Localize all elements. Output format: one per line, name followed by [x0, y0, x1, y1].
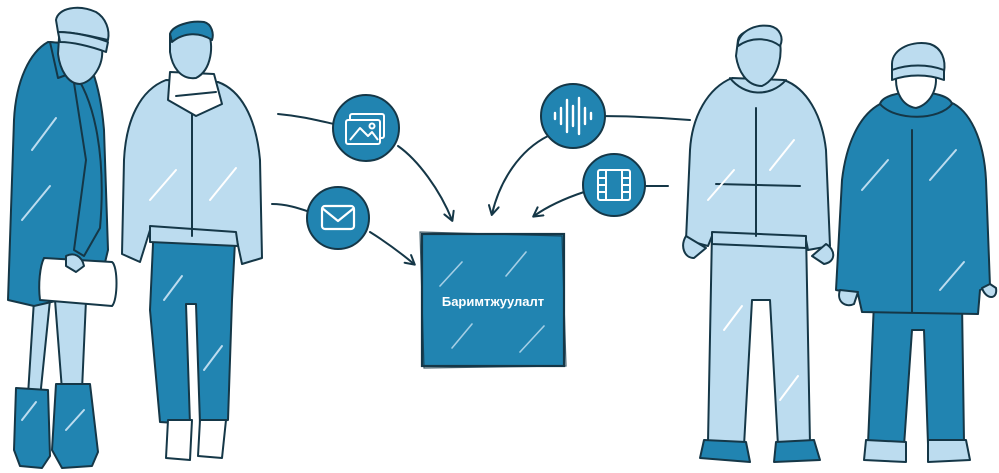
documentation-label: Баримтжуулалт [442, 294, 544, 309]
person-man-with-document [7, 6, 118, 469]
arrow-film-to-box [532, 191, 585, 218]
line-from-audio-icon [599, 115, 691, 121]
image-icon [332, 94, 400, 162]
audio-waveform-icon [540, 83, 606, 149]
arrow-audio-to-box [487, 135, 549, 216]
documentation-box: Баримтжуулалт [419, 231, 567, 369]
person-woman-dark-coat [835, 42, 998, 463]
email-icon [306, 186, 370, 250]
arrow-email-to-box [369, 231, 416, 266]
arrow-image-to-box [397, 145, 455, 222]
line-to-email-icon [271, 203, 311, 213]
film-icon [582, 153, 646, 217]
person-man-light-suit [682, 24, 835, 463]
person-woman-with-scarf [121, 20, 263, 461]
line-to-image-icon [277, 113, 335, 125]
